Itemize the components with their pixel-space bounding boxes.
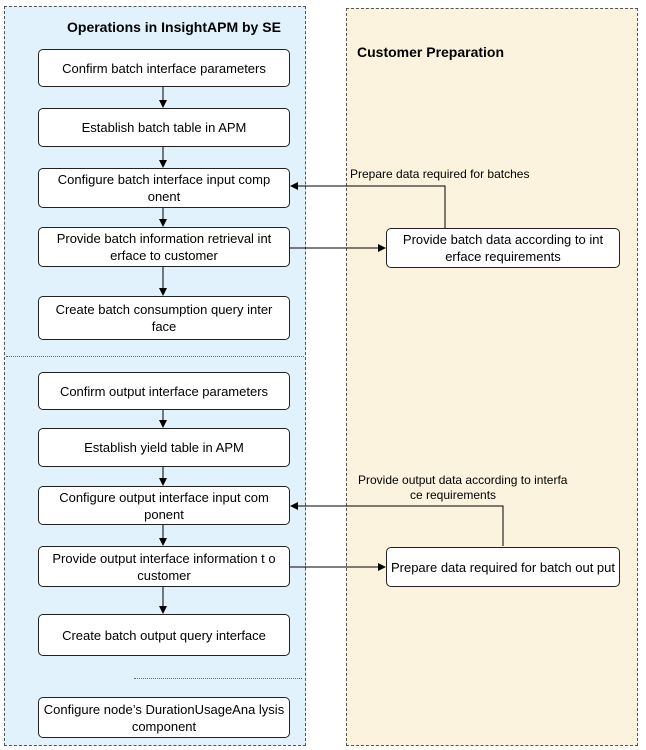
customer-lane-title: Customer Preparation xyxy=(357,44,505,60)
step-create-batch-output: Create batch output query interface xyxy=(38,614,290,656)
se-lane-title: Operations in InsightAPM by SE xyxy=(67,19,281,35)
step-confirm-output-params: Confirm output interface parameters xyxy=(38,372,290,410)
step-provide-output-info: Provide output interface information t o… xyxy=(38,546,290,587)
step-confirm-batch-params: Confirm batch interface parameters xyxy=(38,49,290,87)
step-prepare-batch-output-data: Prepare data required for batch out put xyxy=(386,547,620,587)
step-establish-batch-table: Establish batch table in APM xyxy=(38,108,290,147)
edge-label-prepare-batches: Prepare data required for batches xyxy=(350,167,530,181)
step-provide-batch-data: Provide batch data according to int erfa… xyxy=(386,228,620,268)
step-configure-output-input: Configure output interface input com pon… xyxy=(38,486,290,525)
step-configure-batch-input: Configure batch interface input comp one… xyxy=(38,168,290,208)
arrow-provide-output-data-return xyxy=(290,502,504,546)
customer-preparation-lane xyxy=(346,8,638,746)
section-divider xyxy=(134,678,302,679)
step-provide-batch-retrieval: Provide batch information retrieval int … xyxy=(38,227,290,267)
section-divider xyxy=(6,356,304,357)
step-create-batch-consumption: Create batch consumption query inter fac… xyxy=(38,296,290,340)
arrow-prepare-batch-data-return xyxy=(290,182,446,228)
edge-label-provide-output-line2: ce requirements xyxy=(410,488,497,502)
step-establish-yield-table: Establish yield table in APM xyxy=(38,428,290,467)
step-configure-duration-analysis: Configure node’s DurationUsageAna lysis … xyxy=(38,697,290,738)
edge-label-provide-output-line1: Provide output data according to interfa xyxy=(358,473,568,487)
